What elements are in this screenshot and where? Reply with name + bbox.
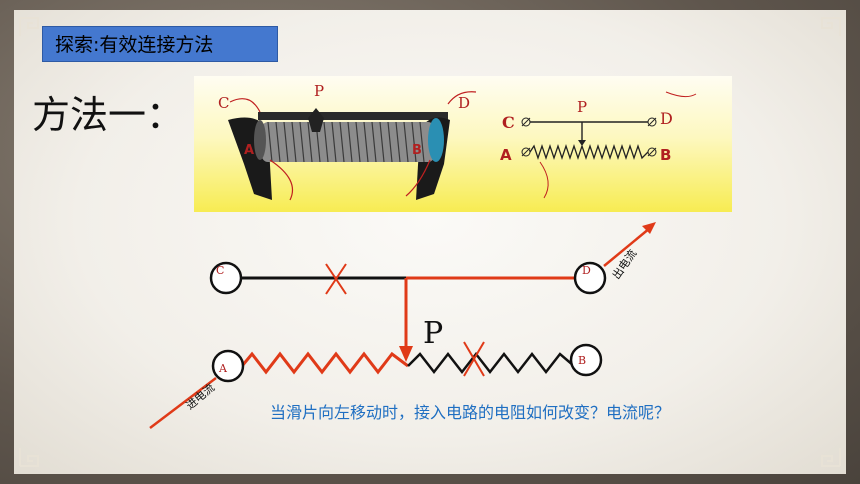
current-in-arrow — [149, 377, 217, 429]
terminal-a — [211, 349, 245, 383]
symbol-slider-arrow — [578, 140, 586, 146]
symbol-slash-a — [521, 147, 531, 157]
wire-a — [269, 159, 294, 201]
rheostat-drawing: C P D A B — [218, 82, 477, 201]
terminal-c — [209, 261, 243, 295]
current-out-arrowhead — [642, 222, 656, 234]
corner-ornament-bottom-right — [821, 448, 841, 467]
slider-bar — [258, 112, 448, 120]
slide-title: 探索:有效连接方法 — [42, 26, 278, 62]
symbol-wire-top — [665, 91, 697, 98]
symbol-label-d: D — [660, 109, 673, 128]
current-out-arrow — [603, 227, 651, 267]
current-in-label: 进电流 — [183, 380, 217, 412]
symbol-wire-bottom — [539, 161, 549, 199]
corner-ornament-top-left — [19, 17, 39, 36]
symbol-label-c: C — [502, 113, 515, 132]
photo-label-a: A — [244, 143, 254, 158]
terminal-label-c: C — [216, 264, 224, 277]
symbol-resistor-coil — [529, 143, 649, 161]
rheostat-symbol: C P D A B — [500, 91, 697, 199]
symbol-label-a: A — [500, 146, 512, 164]
current-out-label: 出电流 — [609, 247, 639, 282]
wire-d — [447, 91, 477, 105]
end-cap-right — [428, 118, 444, 162]
slider-label: P — [423, 316, 444, 351]
terminal-label-a: A — [218, 362, 228, 375]
symbol-slash-c — [521, 117, 531, 127]
photo-label-p: P — [314, 82, 324, 100]
end-cap-left — [254, 120, 266, 160]
slider-contact — [308, 108, 324, 132]
coil-windings — [267, 121, 425, 163]
corner-ornament-top-right — [821, 17, 841, 36]
terminal-b — [569, 343, 603, 377]
cross-mark-pb — [463, 341, 485, 377]
corner-ornament-bottom-left — [19, 448, 39, 467]
symbol-slash-d — [647, 117, 657, 127]
symbol-slash-b — [647, 147, 657, 157]
slider-arrow — [399, 346, 413, 362]
wire-b — [405, 159, 431, 197]
wire-c — [229, 98, 261, 113]
resistor-unused-segment — [407, 351, 575, 375]
terminal-d — [573, 261, 607, 295]
cross-mark-cd — [325, 263, 347, 295]
terminal-label-b: B — [578, 354, 586, 367]
method-label: 方法一： — [32, 93, 185, 137]
symbol-label-p: P — [577, 98, 587, 116]
terminal-label-d: D — [582, 264, 591, 277]
photo-label-c: C — [218, 94, 229, 112]
photo-label-b: B — [412, 143, 422, 158]
symbol-label-b: B — [660, 146, 671, 164]
question-text: 当滑片向左移动时，接入电路的电阻如何改变？电流呢？ — [270, 403, 671, 422]
resistor-active-segment — [240, 351, 409, 375]
photo-label-d: D — [458, 94, 470, 112]
